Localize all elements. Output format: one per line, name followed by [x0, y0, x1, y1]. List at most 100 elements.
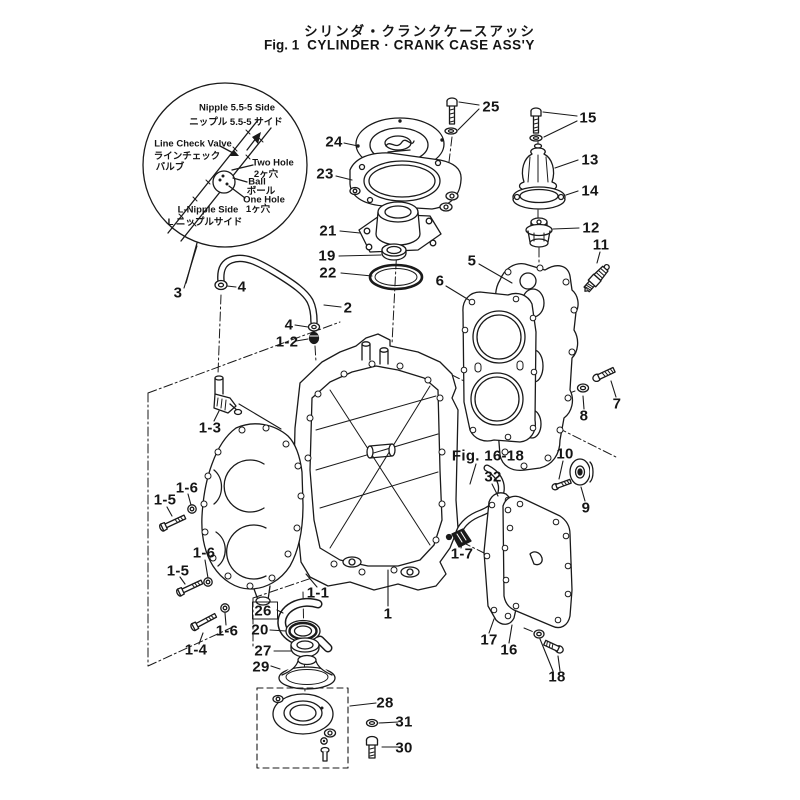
part-label-6: 6 — [435, 272, 445, 290]
part-label-1-6: 1-6 — [215, 622, 239, 640]
part-label-14: 14 — [581, 182, 599, 200]
part-14-flange — [512, 186, 566, 210]
part-label-12: 12 — [582, 219, 600, 237]
part-1-5-bolt-top — [159, 514, 187, 532]
part-28-seal-housing-group — [256, 687, 349, 769]
part-label-4: 4 — [237, 278, 247, 296]
part-label-25: 25 — [482, 98, 500, 116]
part-label-1-1: 1-1 — [306, 584, 330, 602]
part-label-21: 21 — [319, 222, 337, 240]
part-11-spark-plug — [583, 263, 610, 293]
part-label-22: 22 — [319, 264, 337, 282]
part-label-26: 26 — [254, 602, 272, 620]
part-label-24: 24 — [325, 133, 343, 151]
part-23-cover-plate — [349, 152, 462, 212]
part-label-29: 29 — [252, 658, 270, 676]
part-label-20: 20 — [251, 621, 269, 639]
part-label-28: 28 — [376, 694, 394, 712]
flow-arrow-head-icon — [252, 132, 261, 144]
page-title-english: CYLINDER · CRANK CASE ASS'Y — [307, 37, 535, 53]
note-two-hole: Two Hole — [252, 157, 294, 169]
part-label-5: 5 — [467, 252, 477, 270]
check-ball — [212, 170, 236, 194]
part-19-seal — [381, 243, 407, 261]
part-1-7-fitting — [445, 528, 472, 548]
part-label-13: 13 — [581, 151, 599, 169]
page-title-japanese: シリンダ・クランクケースアッシ — [304, 24, 536, 39]
part-1-3-elbow-nipple — [213, 375, 243, 416]
part-29-seal-boot — [278, 654, 336, 690]
part-label-23: 23 — [316, 165, 334, 183]
note-one-hole: One Hole — [243, 194, 285, 206]
part-label-31: 31 — [395, 713, 413, 731]
note-line-check-valve-jp1: ラインチェック — [153, 151, 221, 162]
figure-number: Fig. 1 — [264, 37, 300, 53]
part-label-7: 7 — [612, 395, 622, 413]
part-label-1-6: 1-6 — [175, 479, 199, 497]
part-22-o-ring — [368, 263, 424, 291]
part-label-9: 9 — [581, 499, 591, 517]
part-2-breather-pipe — [217, 254, 318, 326]
part-1-crankcase-half — [200, 423, 305, 606]
part-21-upper-casing — [358, 201, 442, 253]
leader-lines — [166, 101, 617, 748]
note-ball-jp: ボール — [246, 186, 276, 197]
part-6-head-gasket — [460, 291, 538, 443]
part-label-27: 27 — [254, 642, 272, 660]
part-9-grommet-cap — [569, 458, 594, 486]
part-label-30: 30 — [395, 739, 413, 757]
part-label-1-3: 1-3 — [198, 419, 222, 437]
part-label-10: 10 — [556, 445, 574, 463]
part-label-15: 15 — [579, 109, 597, 127]
part-27-oil-seal — [290, 637, 320, 658]
part-30-bolt — [365, 735, 379, 759]
part-1-4-bolt — [190, 612, 218, 632]
part-label-11: 11 — [592, 236, 610, 254]
part-16-exhaust-cover — [501, 495, 573, 629]
part-label-32: 32 — [484, 468, 502, 486]
part-1-6-washer-top — [187, 504, 197, 514]
note-ball: Ball — [248, 176, 266, 188]
part-label-19: 19 — [318, 247, 336, 265]
part-label-16: 16 — [500, 641, 518, 659]
part-1-cylinder-block — [293, 333, 459, 591]
note-line-check-valve-jp2: バルブ — [155, 162, 185, 173]
note-l-nipple-side: L-Nipple Side — [177, 204, 239, 216]
part-15-bolt — [529, 107, 543, 142]
part-label-2: 2 — [343, 299, 353, 317]
part-7-bolt — [592, 366, 616, 383]
part-label-8: 8 — [579, 407, 589, 425]
part-label-1-5: 1-5 — [153, 491, 177, 509]
part-label-1: 1 — [383, 605, 393, 623]
part-label-1-4: 1-4 — [184, 641, 208, 659]
part-label-1-2: 1-2 — [275, 333, 299, 351]
part-4-grommet-right — [307, 322, 321, 332]
part-label-17: 17 — [480, 631, 498, 649]
part-1-5-bolt-mid — [176, 579, 204, 597]
part-20-bearing-seal — [285, 619, 321, 643]
note-line-check-valve: Line Check Valve — [154, 138, 232, 150]
part-1-2-check-valve — [308, 331, 320, 345]
part-label-1-5: 1-5 — [166, 562, 190, 580]
part-label-4: 4 — [284, 316, 294, 334]
note-l-nipple-side-jp: L ニップルサイド — [167, 217, 243, 228]
part-8-washer — [576, 383, 590, 393]
part-18-bolt — [533, 629, 564, 654]
part-label-18: 18 — [548, 668, 566, 686]
note-nipple-side: Nipple 5.5-5 Side — [198, 102, 276, 114]
part-10-bolt — [551, 478, 572, 491]
part-31-washer — [365, 718, 379, 728]
part-1-6-washer-bottom — [220, 603, 230, 613]
part-4-grommet-left — [214, 279, 228, 291]
note-nipple-side-jp: ニップル 5.5-5 サイド — [189, 117, 283, 128]
note-two-hole-jp: 2ヶ穴 — [253, 169, 279, 180]
part-label-1-7: 1-7 — [450, 545, 474, 563]
part-12-thermostat — [525, 217, 553, 248]
valve-arrow-head-icon — [230, 150, 239, 156]
part-25-bolt — [444, 97, 458, 135]
part-label-1-6: 1-6 — [192, 544, 216, 562]
figure-ref-16-18: Fig. 16-18 — [451, 447, 525, 465]
